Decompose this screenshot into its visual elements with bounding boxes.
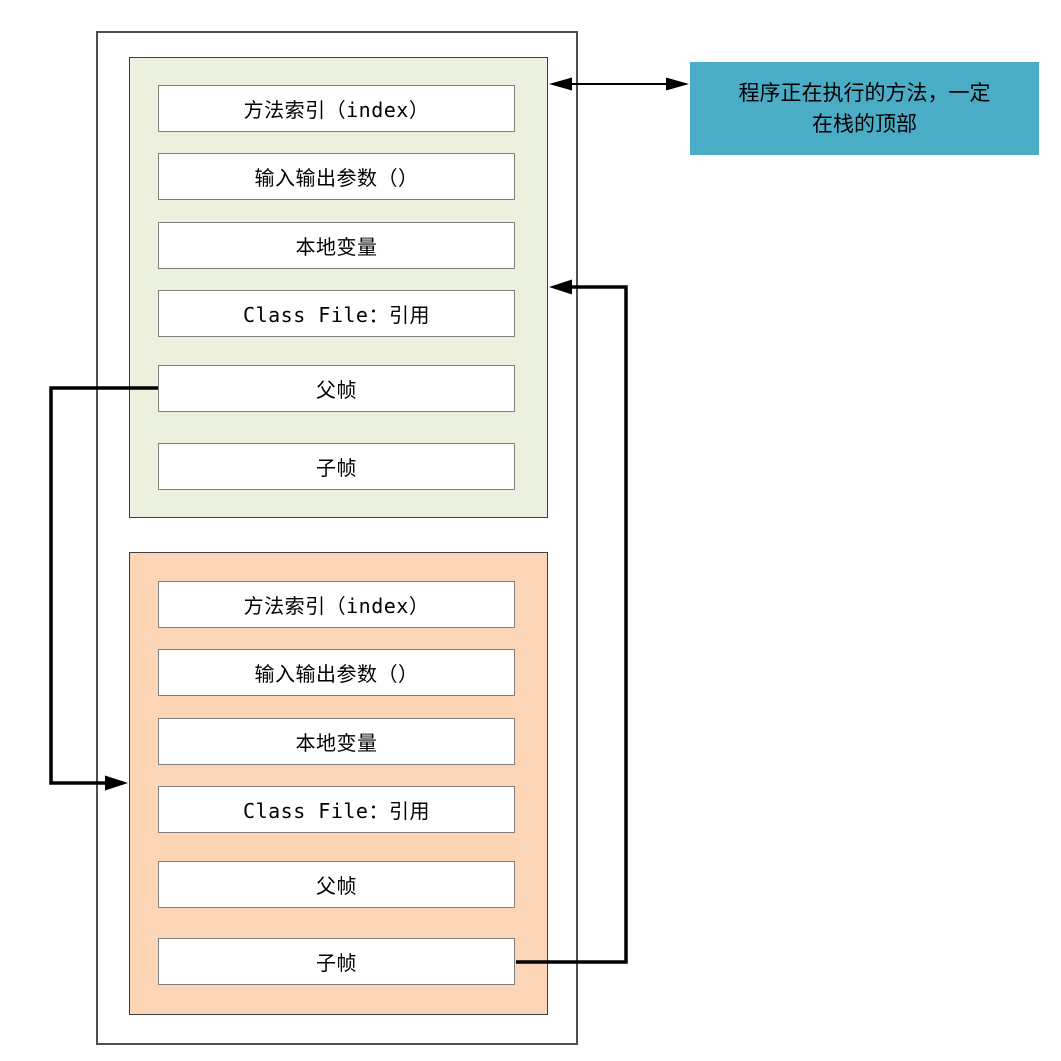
- frame-row-local-vars: 本地变量: [158, 222, 515, 269]
- frame-row-method-index: 方法索引（index）: [158, 85, 515, 132]
- frame-row-parent-frame: 父帧: [158, 365, 515, 412]
- frame-row-method-index: 方法索引（index）: [158, 581, 515, 628]
- frame-row-io-params: 输入输出参数（）: [158, 153, 515, 200]
- frame-row-classfile-ref: Class File：引用: [158, 290, 515, 337]
- callout-text-line2: 在栈的顶部: [812, 111, 917, 136]
- arrowhead-right-icon: [666, 77, 689, 91]
- stack-frame-top: 方法索引（index） 输入输出参数（） 本地变量 Class File：引用 …: [129, 57, 548, 518]
- frame-row-child-frame: 子帧: [158, 443, 515, 490]
- callout-text-line1: 程序正在执行的方法，一定: [738, 80, 991, 105]
- frame-row-child-frame: 子帧: [158, 938, 515, 985]
- callout-current-method-note: 程序正在执行的方法，一定 在栈的顶部: [690, 62, 1039, 155]
- stack-frame-bottom: 方法索引（index） 输入输出参数（） 本地变量 Class File：引用 …: [129, 552, 548, 1015]
- frame-row-io-params: 输入输出参数（）: [158, 649, 515, 696]
- frame-row-parent-frame: 父帧: [158, 861, 515, 908]
- frame-row-classfile-ref: Class File：引用: [158, 786, 515, 833]
- frame-row-local-vars: 本地变量: [158, 718, 515, 765]
